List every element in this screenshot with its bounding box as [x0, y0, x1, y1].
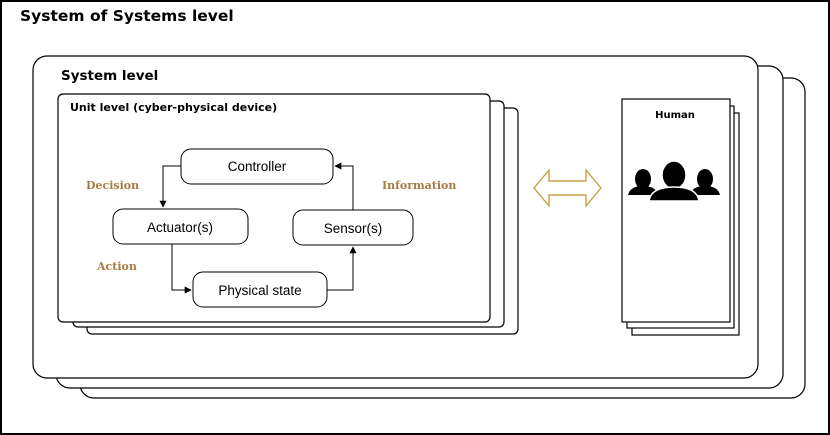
sensors-node: Sensor(s): [292, 209, 414, 246]
actuators-node: Actuator(s): [112, 208, 249, 245]
human-label: Human: [655, 110, 695, 121]
actuators-label: Actuator(s): [147, 220, 213, 235]
information-edge: [334, 162, 354, 210]
information-label: Information: [382, 179, 456, 192]
action-edge: [171, 244, 192, 294]
decision-edge: [159, 165, 181, 208]
physical-state-node: Physical state: [192, 271, 328, 308]
sensors-label: Sensor(s): [324, 221, 383, 236]
people-group-icon: [628, 160, 720, 202]
controller-node: Controller: [180, 148, 334, 185]
human-card-stack: [621, 98, 740, 336]
measure-edge: [327, 246, 357, 291]
action-label: Action: [96, 260, 137, 273]
human-card: [621, 98, 731, 323]
unit-level-title: Unit level (cyber-physical device): [70, 101, 277, 114]
double-headed-arrow-icon: [533, 168, 602, 208]
physical-state-label: Physical state: [218, 283, 301, 298]
system-of-systems-title: System of Systems level: [20, 7, 234, 25]
unit-level-frame: [57, 93, 491, 323]
system-level-title: System level: [61, 68, 158, 84]
controller-label: Controller: [228, 159, 287, 174]
decision-label: Decision: [86, 179, 139, 192]
